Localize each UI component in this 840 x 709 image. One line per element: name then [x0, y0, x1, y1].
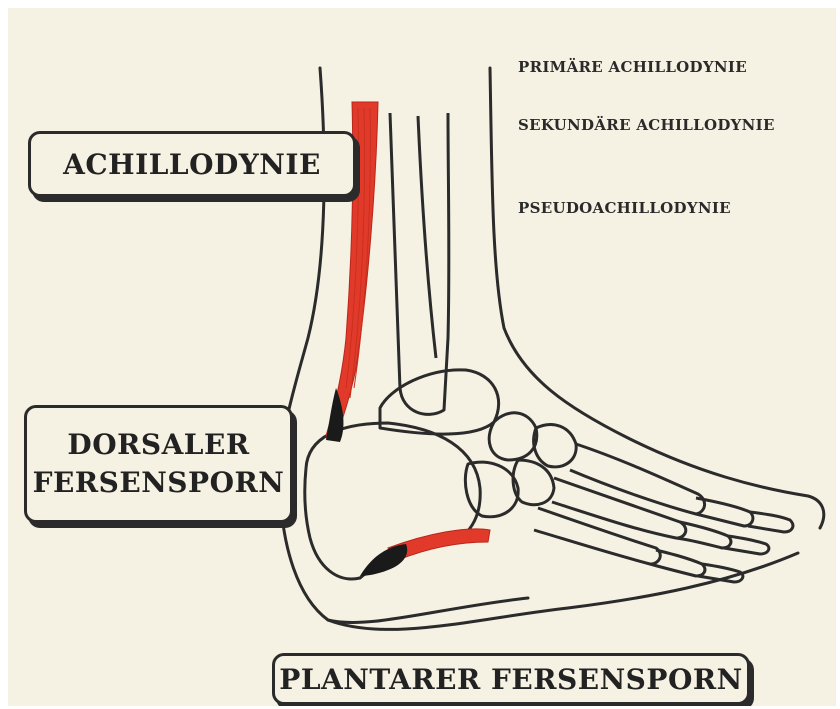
term-pseudoachillodynie: PSEUDOACHILLODYNIE: [518, 199, 731, 217]
dorsaler-label-line2: FERSENSPORN: [33, 464, 285, 502]
slide: ACHILLODYNIE DORSALER FERSENSPORN PLANTA…: [8, 8, 836, 706]
dorsaler-label-line1: DORSALER: [67, 426, 249, 464]
metatarsal-2: [552, 478, 686, 538]
plantar-heel-spur: [360, 544, 407, 576]
plantarer-fersensporn-label-box: PLANTARER FERSENSPORN: [272, 653, 750, 705]
term-primaere-achillodynie: PRIMÄRE ACHILLODYNIE: [518, 58, 747, 76]
plantarer-fersensporn-label: PLANTARER FERSENSPORN: [279, 663, 742, 696]
navicular: [489, 413, 537, 460]
achillodynie-label-box: ACHILLODYNIE: [28, 131, 356, 197]
fibula: [418, 116, 436, 358]
foot-anatomy-diagram: [8, 8, 836, 706]
cuneiform-1: [534, 425, 577, 467]
phalanx-3a: [650, 550, 705, 576]
cuboid: [465, 462, 518, 517]
phalanx-1b: [748, 512, 793, 532]
metatarsal-1: [570, 444, 705, 514]
dorsaler-fersensporn-label-box: DORSALER FERSENSPORN: [24, 405, 293, 523]
achillodynie-label: ACHILLODYNIE: [63, 148, 321, 181]
term-sekundaere-achillodynie: SEKUNDÄRE ACHILLODYNIE: [518, 116, 775, 134]
